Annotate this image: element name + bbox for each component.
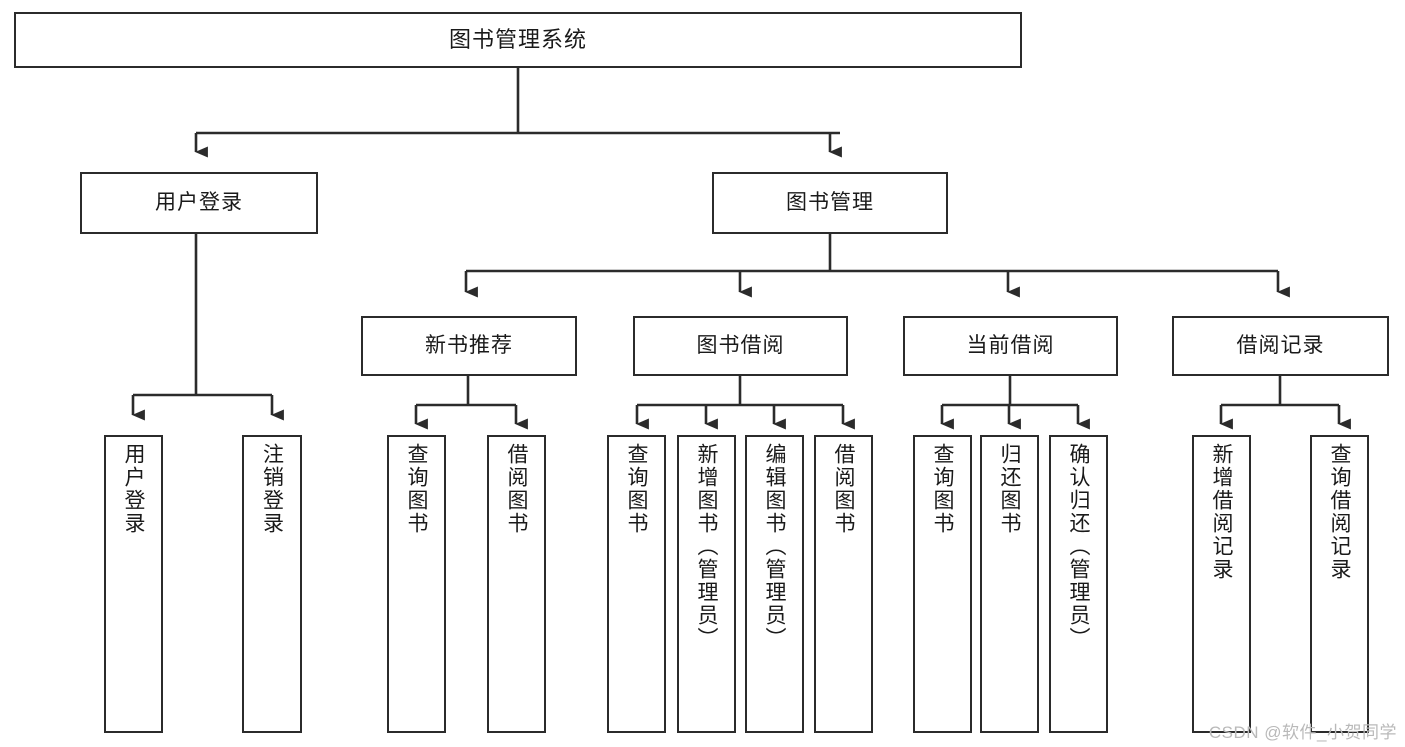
node-label: 图书管理 (786, 190, 874, 214)
leaf-query-book-borrow[interactable]: 查询图书 (607, 435, 666, 733)
leaf-edit-book-admin[interactable]: 编辑图书（管理员） (745, 435, 804, 733)
node-label: 查询图书 (931, 443, 954, 535)
leaf-borrow-book-recommend[interactable]: 借阅图书 (487, 435, 546, 733)
node-label: 图书借阅 (696, 333, 785, 357)
node-label: 借阅记录 (1236, 333, 1325, 357)
node-current-borrow[interactable]: 当前借阅 (903, 316, 1118, 376)
node-label: 用户登录 (155, 190, 243, 214)
node-label: 查询图书 (625, 443, 648, 535)
leaf-logout[interactable]: 注销登录 (242, 435, 302, 733)
node-label: 借阅图书 (505, 443, 528, 535)
node-label: 图书管理系统 (448, 27, 587, 53)
node-label: 查询图书 (405, 443, 428, 535)
leaf-query-book-recommend[interactable]: 查询图书 (387, 435, 446, 733)
node-root[interactable]: 图书管理系统 (14, 12, 1022, 68)
node-user-login[interactable]: 用户登录 (80, 172, 318, 234)
leaf-query-borrow-record[interactable]: 查询借阅记录 (1310, 435, 1369, 733)
leaf-query-book-current[interactable]: 查询图书 (913, 435, 972, 733)
node-label: 注销登录 (260, 443, 284, 535)
leaf-add-book-admin[interactable]: 新增图书（管理员） (677, 435, 736, 733)
node-label: 编辑图书（管理员） (763, 443, 786, 650)
leaf-user-login[interactable]: 用户登录 (104, 435, 163, 733)
node-label: 确认归还（管理员） (1067, 443, 1090, 650)
node-new-book-recommend[interactable]: 新书推荐 (361, 316, 577, 376)
node-label: 归还图书 (998, 443, 1021, 535)
leaf-borrow-book[interactable]: 借阅图书 (814, 435, 873, 733)
node-label: 新增图书（管理员） (695, 443, 718, 650)
node-book-management[interactable]: 图书管理 (712, 172, 948, 234)
node-book-borrow[interactable]: 图书借阅 (633, 316, 848, 376)
leaf-confirm-return-admin[interactable]: 确认归还（管理员） (1049, 435, 1108, 733)
node-label: 用户登录 (122, 443, 145, 535)
leaf-return-book[interactable]: 归还图书 (980, 435, 1039, 733)
leaf-add-borrow-record[interactable]: 新增借阅记录 (1192, 435, 1251, 733)
node-borrow-records[interactable]: 借阅记录 (1172, 316, 1389, 376)
node-label: 新书推荐 (425, 333, 513, 357)
node-label: 新增借阅记录 (1210, 443, 1233, 581)
node-label: 当前借阅 (966, 333, 1055, 357)
node-label: 借阅图书 (832, 443, 855, 535)
node-label: 查询借阅记录 (1328, 443, 1351, 581)
